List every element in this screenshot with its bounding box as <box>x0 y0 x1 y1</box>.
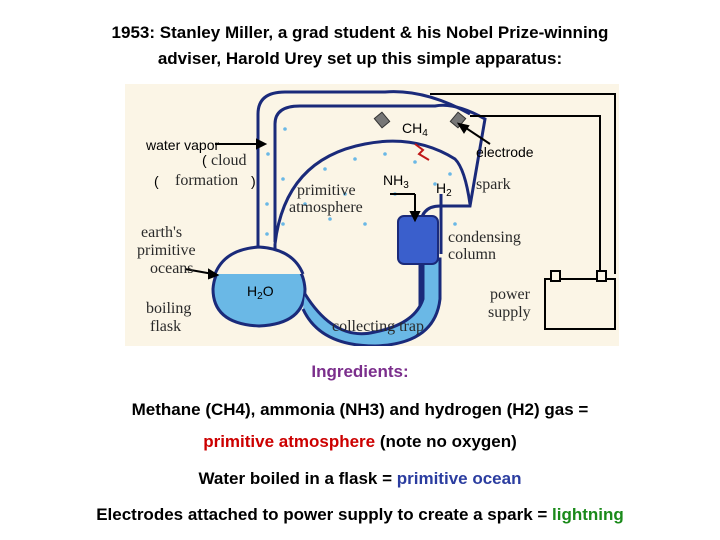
ingredients-line-1: Methane (CH4), ammonia (NH3) and hydroge… <box>131 400 589 419</box>
lightning-highlight: lightning <box>552 505 624 524</box>
label-h2o: H2O <box>247 283 274 302</box>
ingredients-line-3: Water boiled in a flask = primitive ocea… <box>0 469 720 489</box>
ingredients-line-2-rest: (note no oxygen) <box>375 432 517 451</box>
label-formation: formation <box>175 172 239 189</box>
power-wire-2 <box>430 93 616 274</box>
label-paren-open-2: ( <box>154 173 159 189</box>
label-water-vapor: water vapor <box>146 137 220 153</box>
label-primitive-atmosphere-1: primitive <box>297 182 356 199</box>
label-earths-oceans-2: primitive <box>137 242 196 259</box>
primitive-atmosphere-highlight: primitive atmosphere <box>203 432 376 451</box>
collecting-trap <box>301 257 442 346</box>
power-wire-1 <box>470 115 601 274</box>
ingredients-line-3-prefix: Water boiled in a flask = <box>198 469 397 488</box>
glass-tubing-inner <box>256 90 471 242</box>
label-spark: spark <box>476 176 511 193</box>
title-line-1: 1953: Stanley Miller, a grad student & h… <box>111 23 609 42</box>
apparatus-drawing <box>184 90 616 346</box>
title-line-2: adviser, Harold Urey set up this simple … <box>157 49 563 68</box>
left-electrode <box>373 111 391 129</box>
label-primitive-atmosphere-2: atmosphere <box>289 199 363 216</box>
label-cloud: cloud <box>211 152 247 169</box>
label-nh3: NH3 <box>383 172 409 191</box>
label-earths-oceans-1: earth's <box>141 224 183 241</box>
atmosphere-sphere <box>273 139 472 245</box>
label-paren-close: ) <box>251 173 256 189</box>
ingredients-line-2: primitive atmosphere (note no oxygen) <box>0 432 720 452</box>
water-droplets <box>265 127 457 236</box>
label-arrows <box>184 122 491 280</box>
title: 1953: Stanley Miller, a grad student & h… <box>0 20 720 72</box>
power-supply-battery <box>544 278 616 330</box>
label-earths-oceans-3: oceans <box>150 260 194 277</box>
boiling-flask-top <box>213 245 305 275</box>
ingredients-line-4: Electrodes attached to power supply to c… <box>0 505 720 525</box>
label-electrode: electrode <box>476 144 534 160</box>
label-boiling-flask-2: flask <box>150 318 182 335</box>
battery-terminal-right <box>596 270 607 282</box>
primitive-ocean-highlight: primitive ocean <box>396 469 522 488</box>
ingredients-heading: Ingredients: <box>311 362 409 381</box>
spark-bolt <box>414 143 430 161</box>
label-power-supply-2: supply <box>488 304 531 321</box>
condensing-column <box>397 215 439 265</box>
label-h2: H2 <box>436 180 452 199</box>
label-condensing-column-2: column <box>448 246 496 263</box>
label-condensing-column-1: condensing <box>448 229 521 246</box>
right-electrode <box>449 111 467 129</box>
miller-urey-apparatus-diagram: CH4 water vapor electrode ( cloud ( form… <box>125 84 619 346</box>
label-power-supply-1: power <box>490 286 530 303</box>
label-boiling-flask-1: boiling <box>146 300 192 317</box>
label-ch4: CH4 <box>402 120 428 139</box>
battery-terminal-left <box>550 270 561 282</box>
ingredients-line-4-prefix: Electrodes attached to power supply to c… <box>96 505 553 524</box>
label-paren-open-1: ( <box>202 152 207 168</box>
label-collecting-trap: collecting trap <box>332 318 424 335</box>
